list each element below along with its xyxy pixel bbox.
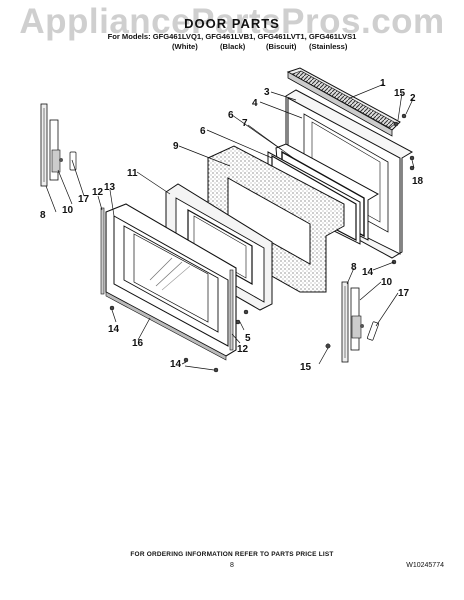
part-left-hinge [40,103,77,187]
callout-12a: 12 [92,187,104,198]
callout-11: 11 [127,168,138,179]
callout-16: 16 [132,338,144,349]
part-screws [109,113,415,373]
callout-5: 5 [245,333,251,344]
part-door-frame [165,183,273,311]
callout-4: 4 [252,98,258,109]
callout-14b: 14 [170,359,182,370]
leader-lines [45,83,415,371]
color-black: (Black) [220,42,246,51]
callout-18: 18 [412,176,424,187]
models-line: For Models: GFG461LVQ1, GFG461LVB1, GFG4… [107,32,357,41]
callout-3: 3 [264,87,270,98]
callout-17a: 17 [78,194,90,205]
color-white: (White) [172,42,198,51]
callout-17b: 17 [398,288,410,299]
part-right-hinge [341,281,379,363]
callout-10b: 10 [381,277,393,288]
callout-7: 7 [242,118,248,129]
callout-14a: 14 [108,324,120,335]
callout-9: 9 [173,141,179,152]
watermark-logo: AppliancePartsPros.com [19,2,445,41]
callout-14c: 14 [362,267,374,278]
callout-10a: 10 [62,205,74,216]
color-biscuit: (Biscuit) [266,42,297,51]
callout-labels: 1 2 3 4 5 6 6 7 8 8 9 10 10 11 12 12 13 … [40,78,424,373]
callout-1: 1 [380,78,386,89]
color-stainless: (Stainless) [309,42,348,51]
part-side-trim [100,207,234,351]
part-door-trim [286,67,401,137]
callout-6b: 6 [200,126,206,137]
callout-15b: 15 [300,362,312,373]
callout-15a: 15 [394,88,406,99]
callout-6a: 6 [228,110,234,121]
part-outer-door-panel [105,203,237,361]
callout-8a: 8 [40,210,46,221]
callout-13: 13 [104,182,116,193]
page-number: 8 [230,562,234,569]
callout-12b: 12 [237,344,249,355]
page-title: DOOR PARTS [184,16,280,31]
callout-8b: 8 [351,262,357,273]
doc-number: W10245774 [406,562,444,569]
ordering-note: FOR ORDERING INFORMATION REFER TO PARTS … [130,551,334,558]
callout-2: 2 [410,93,416,104]
